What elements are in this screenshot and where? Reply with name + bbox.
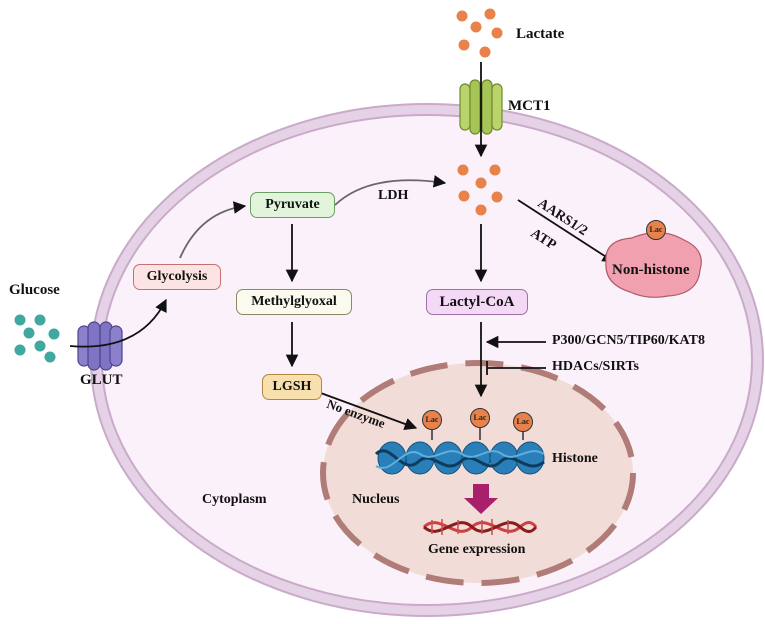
histone-nucleosomes <box>374 424 545 475</box>
lactate-molecules-outside <box>456 8 503 58</box>
gene-dna-helix-icon <box>422 519 538 535</box>
methylglyoxal-box: Methylglyoxal <box>236 289 352 315</box>
glut-label: GLUT <box>80 372 123 388</box>
lgsh-box: LGSH <box>262 374 322 400</box>
lactyl-coa-box: Lactyl-CoA <box>426 289 528 315</box>
arrow-glycolysis-to-pyruvate <box>179 201 247 259</box>
lac-tag-non-histone: Lac <box>646 220 666 240</box>
lactate-label: Lactate <box>516 26 565 42</box>
mct1-transporter-icon <box>459 79 503 135</box>
non-histone-shape <box>605 231 702 298</box>
glycolysis-box: Glycolysis <box>133 264 221 290</box>
arrow-glucose-to-glycolysis <box>69 298 167 348</box>
arrow-lactate-to-non-histone <box>517 199 616 263</box>
gene-expression-label: Gene expression <box>428 542 526 557</box>
glucose-label: Glucose <box>9 282 60 298</box>
writers-label: P300/GCN5/TIP60/KAT8 <box>552 333 705 348</box>
lac-tag-histone-1: Lac <box>422 410 442 430</box>
erasers-label: HDACs/SIRTs <box>552 359 639 374</box>
cytoplasm-label: Cytoplasm <box>202 492 267 507</box>
lac-tag-histone-2: Lac <box>470 408 490 428</box>
glucose-molecules <box>14 314 60 363</box>
histone-label: Histone <box>552 451 598 466</box>
lactate-molecules-inside <box>457 164 503 216</box>
arrow-pyruvate-to-lactate <box>334 175 447 206</box>
lac-tag-histone-3: Lac <box>513 412 533 432</box>
gene-expression-arrow-icon <box>464 484 498 514</box>
mct1-label: MCT1 <box>508 98 551 114</box>
ldh-label: LDH <box>378 188 409 203</box>
arrow-lgsh-to-histone <box>317 391 418 431</box>
pyruvate-box: Pyruvate <box>250 192 335 218</box>
nucleus-label: Nucleus <box>352 492 400 507</box>
glut-transporter-icon <box>77 321 123 371</box>
non-histone-label: Non-histone <box>612 262 690 278</box>
